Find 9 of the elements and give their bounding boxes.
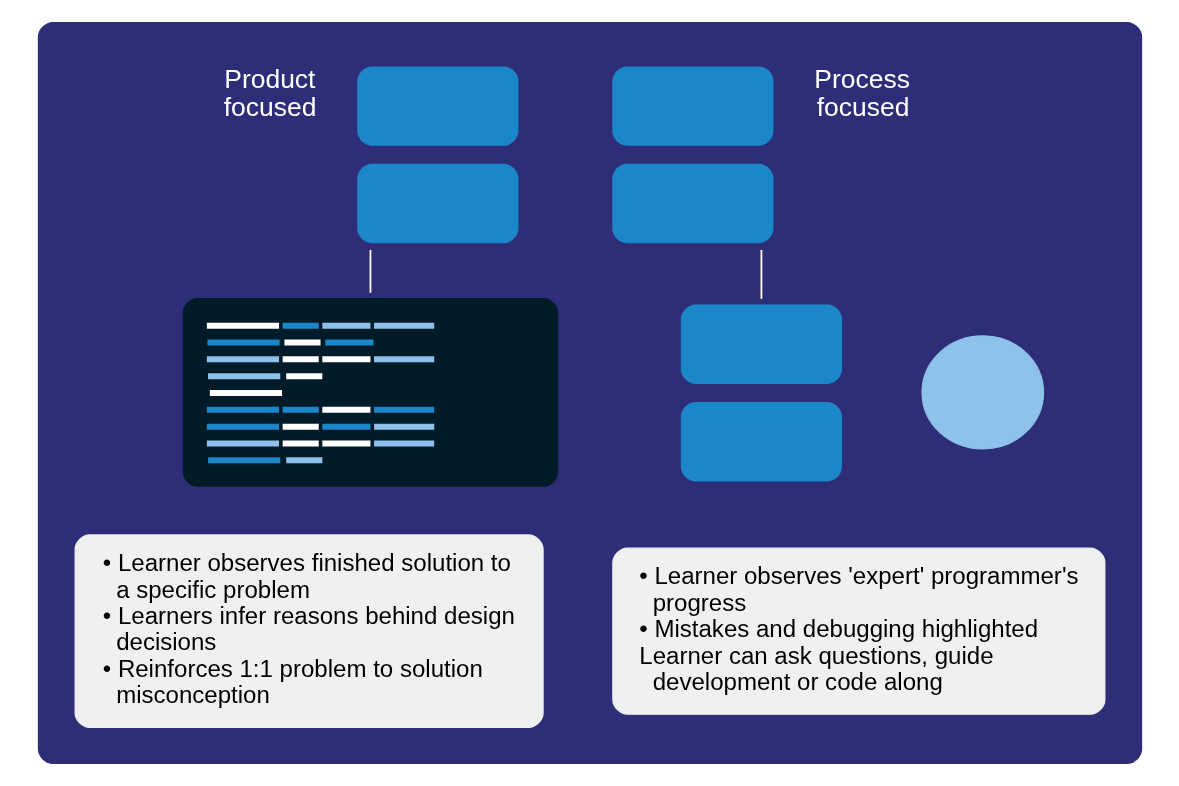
node-screen — [182, 297, 558, 487]
node-box: • Learner observes 'expert' programmer's progress • Mistakes and debugging highlighted Learner can ask questions, guide development or code along — [611, 547, 1105, 715]
connector — [760, 249, 762, 300]
node-label: Product focused — [223, 63, 316, 123]
node-bubble — [920, 335, 1044, 450]
cluster — [37, 21, 1142, 765]
node-label: Process focused — [813, 63, 910, 123]
node-box: • Learner observes finished solution to a specific problem • Learners infer reasons behind design decisions • Reinforces 1:1 problem to solution misconception — [74, 534, 544, 729]
connector — [369, 249, 371, 294]
